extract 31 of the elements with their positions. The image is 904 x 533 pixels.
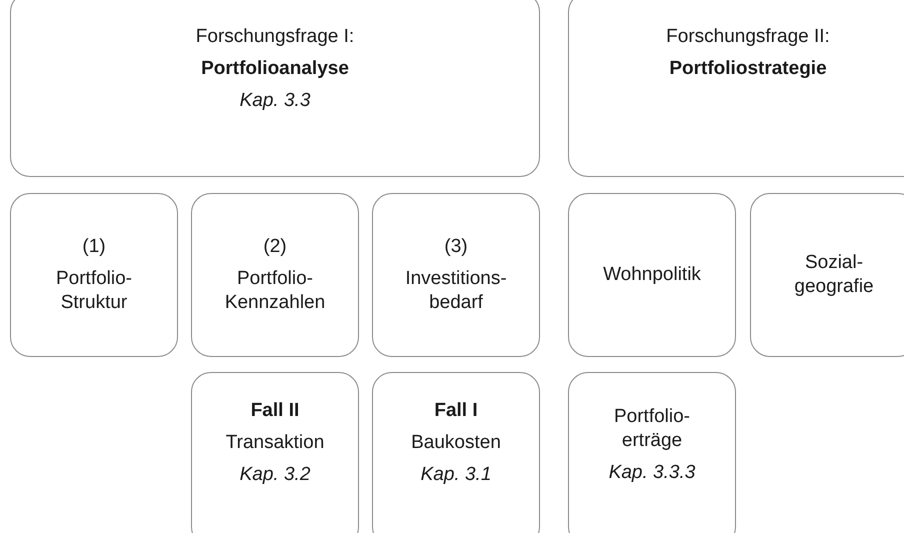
rounded-box bbox=[568, 372, 736, 533]
subtitle-text: Portfoliostrategie bbox=[669, 56, 827, 80]
box-text: Wohnpolitik bbox=[603, 263, 701, 287]
rounded-box bbox=[191, 372, 359, 533]
box-text: Forschungsfrage II: bbox=[666, 25, 830, 49]
box-text: Investitions- bedarf bbox=[404, 267, 508, 315]
box-text: Forschungsfrage I: bbox=[196, 25, 354, 49]
subtitle-text: Fall I bbox=[434, 399, 478, 423]
box-text: (2) bbox=[263, 235, 287, 260]
box-text: Sozial- geografie bbox=[793, 251, 875, 299]
rounded-box bbox=[568, 193, 736, 357]
subtitle-text: Fall II bbox=[250, 399, 300, 423]
box-text: Portfolio- erträge bbox=[612, 405, 692, 452]
chapter-reference: Kap. 3.2 bbox=[240, 462, 310, 486]
box-text: Portfolio- Struktur bbox=[54, 267, 134, 315]
rounded-box bbox=[568, 0, 904, 177]
box-text: (1) bbox=[82, 235, 106, 260]
chapter-reference: Kap. 3.1 bbox=[420, 462, 492, 486]
box-text: Portfolio- Kennzahlen bbox=[224, 267, 326, 315]
rounded-box bbox=[10, 193, 178, 357]
chapter-reference: Kap. 3.3.3 bbox=[608, 460, 696, 484]
rounded-box bbox=[750, 193, 904, 357]
rounded-box bbox=[372, 193, 540, 357]
rounded-box bbox=[191, 193, 359, 357]
chapter-reference: Kap. 3.3 bbox=[240, 88, 310, 112]
rounded-box bbox=[372, 372, 540, 533]
box-text: Baukosten bbox=[411, 430, 501, 454]
subtitle-text: Portfolioanalyse bbox=[201, 56, 349, 80]
rounded-box bbox=[10, 0, 540, 177]
box-text: (3) bbox=[444, 235, 468, 260]
box-text: Transaktion bbox=[226, 430, 324, 454]
